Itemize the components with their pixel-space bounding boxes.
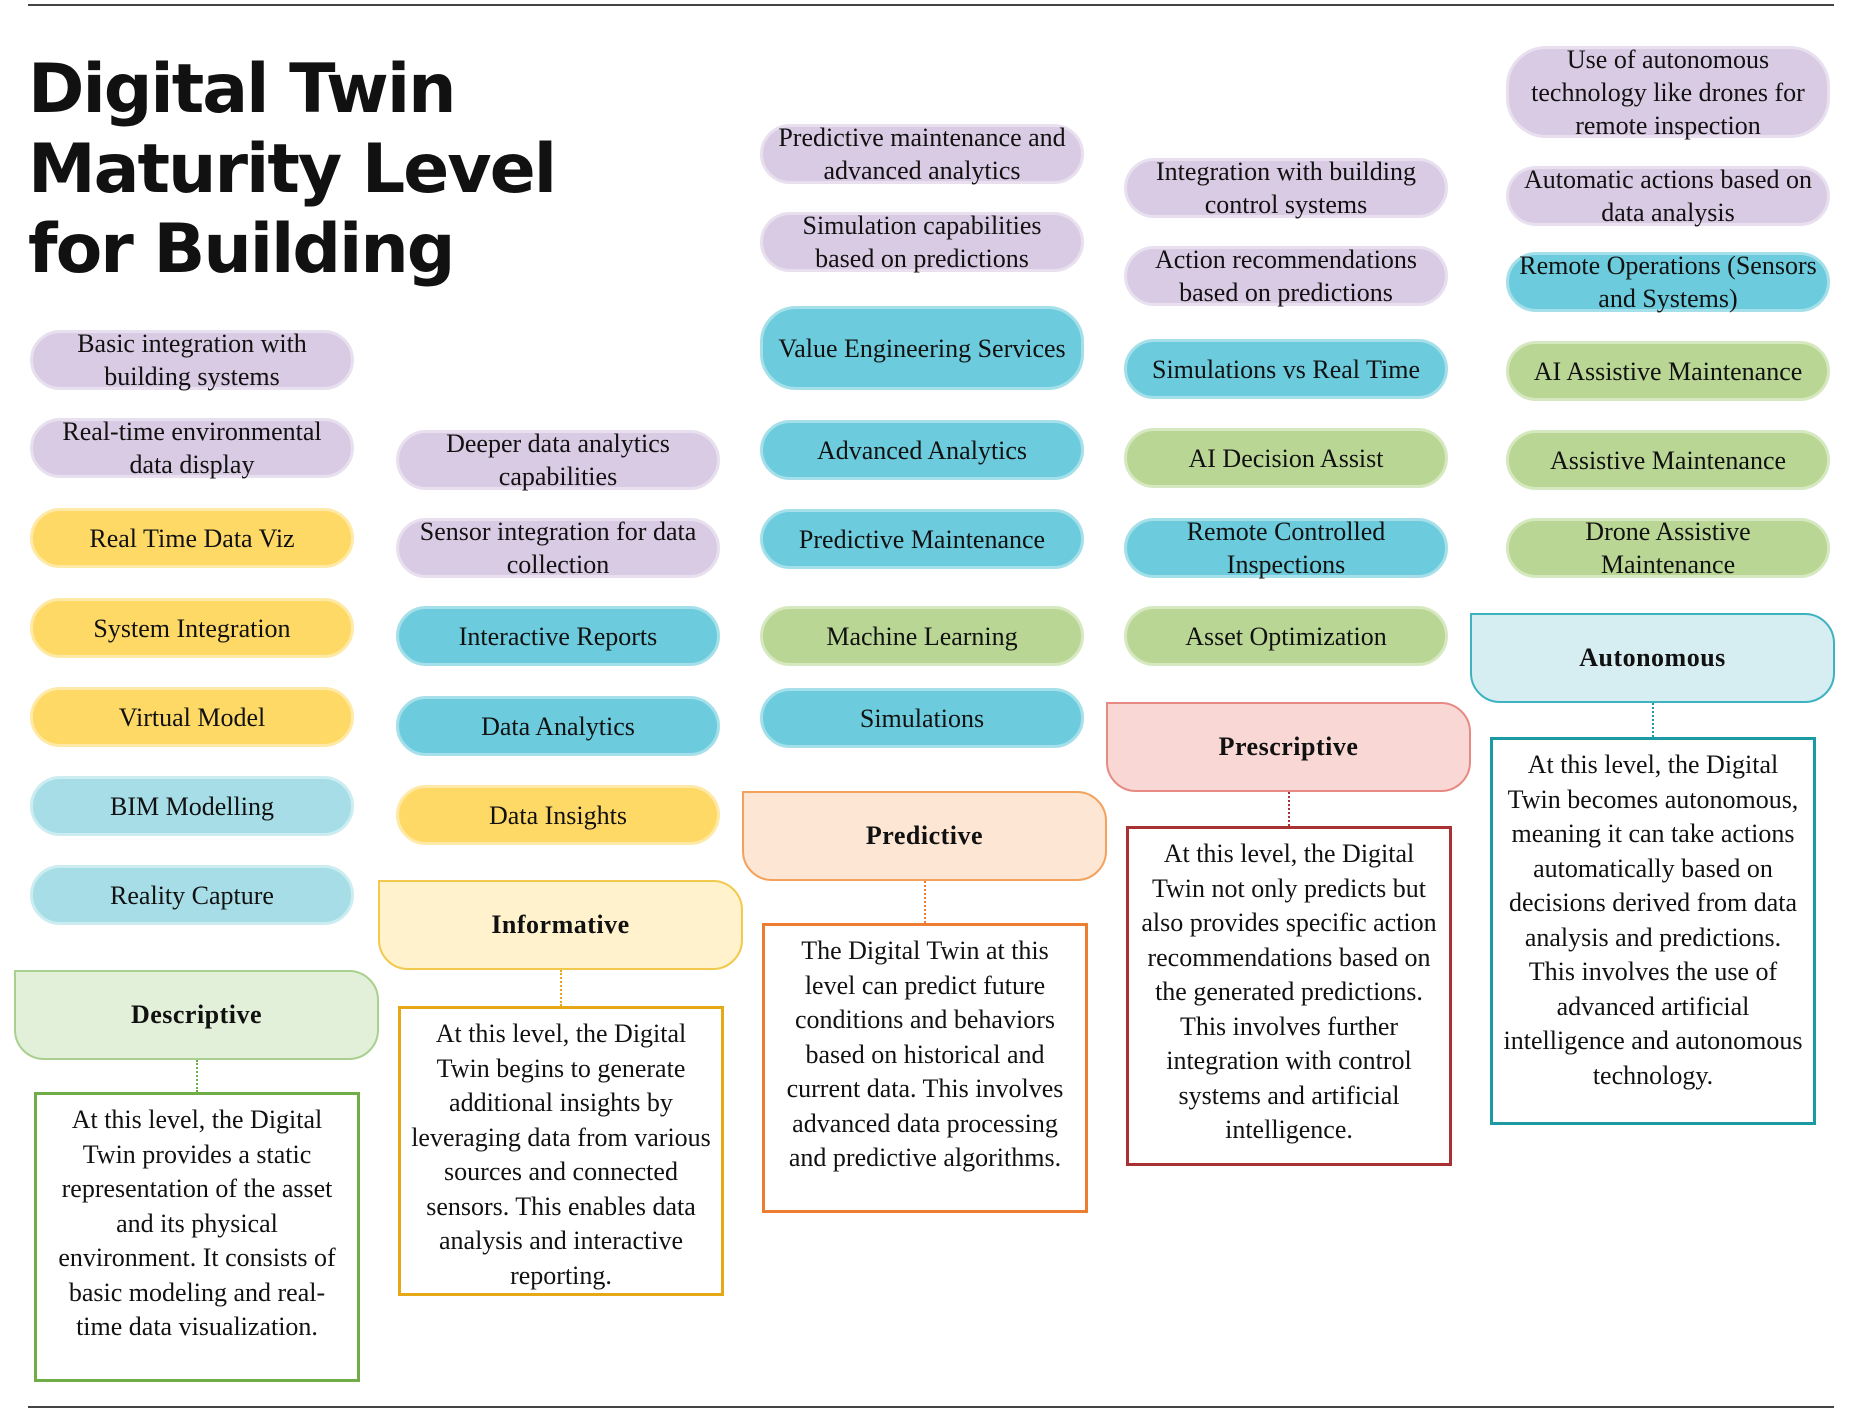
item-virtual-model: Virtual Model <box>30 687 354 747</box>
item-simulation-capabilities: Simulation capabilities based on predict… <box>760 211 1084 273</box>
connector-descriptive <box>196 1060 198 1092</box>
top-rule <box>28 4 1834 6</box>
step-prescriptive: Prescriptive <box>1106 702 1471 792</box>
description-descriptive: At this level, the Digital Twin provides… <box>34 1092 360 1382</box>
item-advanced-analytics: Advanced Analytics <box>760 420 1084 480</box>
item-data-insights: Data Insights <box>396 785 720 845</box>
item-automatic-actions: Automatic actions based on data analysis <box>1506 165 1830 227</box>
item-simulations-vs-real-time: Simulations vs Real Time <box>1124 339 1448 399</box>
item-basic-integration: Basic integration with building systems <box>30 329 354 391</box>
item-integration-control-systems: Integration with building control system… <box>1124 157 1448 219</box>
item-system-integration: System Integration <box>30 598 354 658</box>
description-informative: At this level, the Digital Twin begins t… <box>398 1006 724 1296</box>
item-predictive-maintenance: Predictive Maintenance <box>760 509 1084 569</box>
description-autonomous: At this level, the Digital Twin becomes … <box>1490 737 1816 1125</box>
connector-predictive <box>924 881 926 923</box>
page-title: Digital Twin Maturity Level for Building <box>28 50 557 289</box>
description-prescriptive: At this level, the Digital Twin not only… <box>1126 826 1452 1166</box>
step-descriptive: Descriptive <box>14 970 379 1060</box>
item-data-analytics: Data Analytics <box>396 696 720 756</box>
item-autonomous-technology-drones: Use of autonomous technology like drones… <box>1506 45 1830 140</box>
item-simulations: Simulations <box>760 688 1084 748</box>
item-ai-assistive-maintenance: AI Assistive Maintenance <box>1506 341 1830 401</box>
item-ai-decision-assist: AI Decision Assist <box>1124 428 1448 488</box>
step-informative: Informative <box>378 880 743 970</box>
bottom-rule <box>28 1406 1834 1408</box>
item-remote-controlled-inspections: Remote Controlled Inspections <box>1124 517 1448 579</box>
item-assistive-maintenance: Assistive Maintenance <box>1506 430 1830 490</box>
item-action-recommendations: Action recommendations based on predicti… <box>1124 245 1448 307</box>
step-predictive: Predictive <box>742 791 1107 881</box>
item-machine-learning: Machine Learning <box>760 606 1084 666</box>
step-autonomous: Autonomous <box>1470 613 1835 703</box>
item-reality-capture: Reality Capture <box>30 865 354 925</box>
item-interactive-reports: Interactive Reports <box>396 606 720 666</box>
item-drone-assistive-maintenance: Drone Assistive Maintenance <box>1506 517 1830 579</box>
item-value-engineering: Value Engineering Services <box>760 306 1084 390</box>
item-sensor-integration: Sensor integration for data collection <box>396 517 720 579</box>
connector-prescriptive <box>1288 792 1290 826</box>
item-remote-operations: Remote Operations (Sensors and Systems) <box>1506 251 1830 313</box>
item-predictive-maintenance-analytics: Predictive maintenance and advanced anal… <box>760 123 1084 185</box>
connector-informative <box>560 970 562 1006</box>
item-bim-modelling: BIM Modelling <box>30 776 354 836</box>
item-realtime-environmental-data: Real-time environmental data display <box>30 417 354 479</box>
description-predictive: The Digital Twin at this level can predi… <box>762 923 1088 1213</box>
item-asset-optimization: Asset Optimization <box>1124 606 1448 666</box>
connector-autonomous <box>1652 703 1654 737</box>
item-deeper-data-analytics: Deeper data analytics capabilities <box>396 429 720 491</box>
item-real-time-data-viz: Real Time Data Viz <box>30 508 354 568</box>
